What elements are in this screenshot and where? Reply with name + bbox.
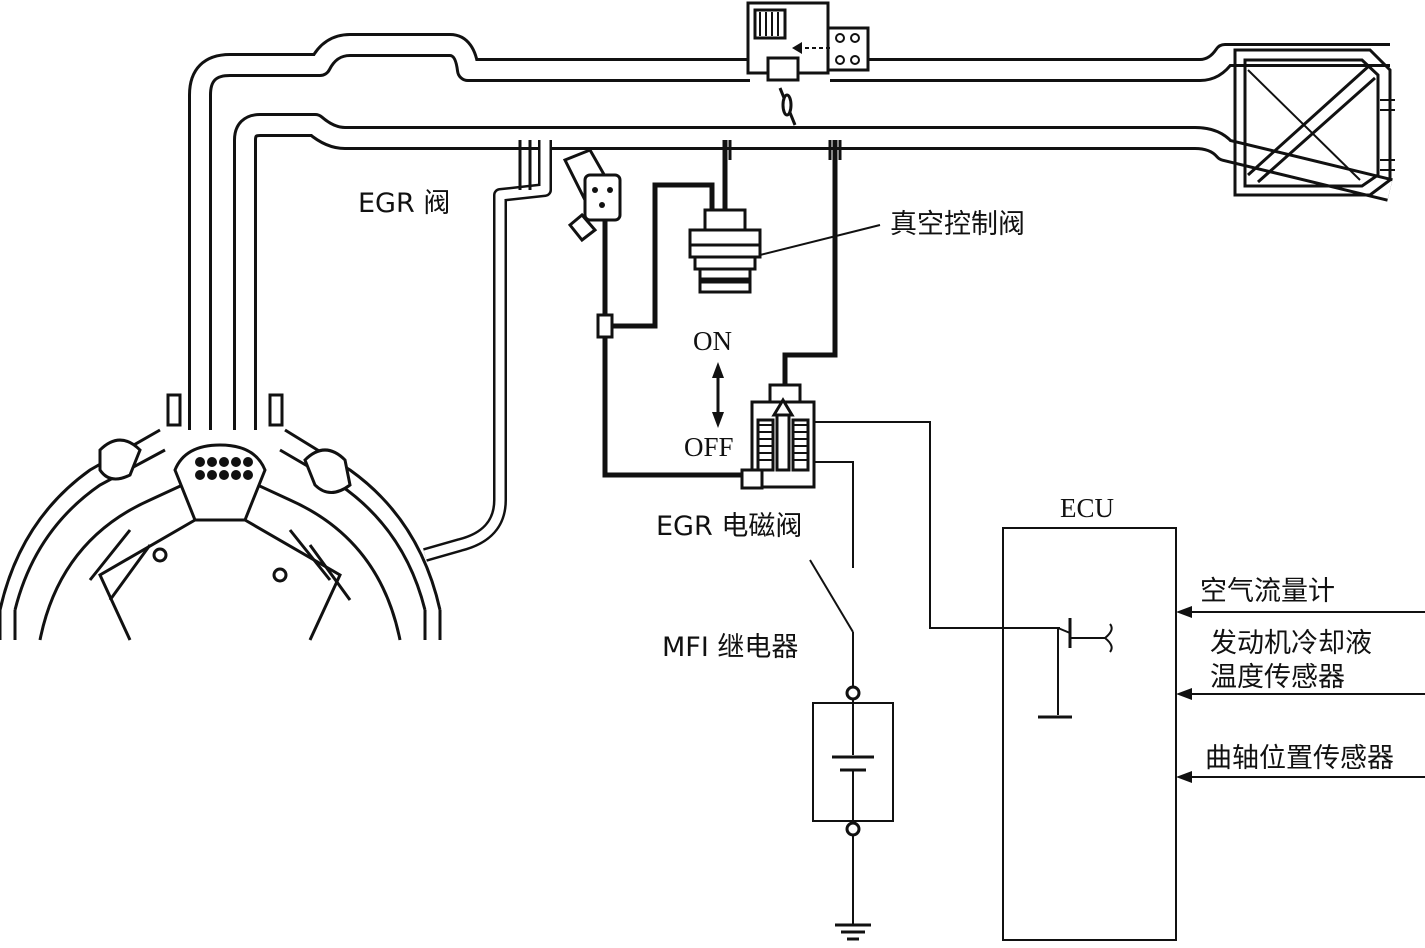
air-flow-meter-label: 空气流量计 [1200, 576, 1335, 607]
air-cleaner [1233, 48, 1395, 197]
lower-intake-pipe [233, 113, 1393, 430]
relay-battery [812, 685, 894, 837]
upper-intake-pipe [188, 33, 1390, 430]
vacuum-hoses [596, 140, 842, 478]
egr-solenoid-valve [740, 383, 816, 490]
wiring [809, 421, 1060, 941]
throttle-body [746, 1, 870, 126]
ecu-box [1002, 527, 1177, 941]
vacuum-control-valve-label: 真空控制阀 [890, 209, 1025, 240]
egr-valve-label: EGR 阀 [358, 188, 450, 219]
off-label: OFF [684, 432, 734, 462]
crankshaft-position-sensor-label: 曲轴位置传感器 [1205, 743, 1394, 774]
labels: EGR 阀 真空控制阀 ON OFF EGR 电磁阀 MFI 继电器 ECU 空… [358, 188, 1394, 774]
engine-cross-section [0, 393, 442, 641]
sensor-inputs [1176, 606, 1425, 783]
mfi-relay-label: MFI 继电器 [662, 632, 798, 663]
egr-solenoid-valve-label: EGR 电磁阀 [656, 511, 802, 542]
egr-valve [423, 140, 622, 562]
coolant-temp-sensor-label-1: 发动机冷却液 [1210, 628, 1372, 659]
vacuum-control-valve [688, 208, 881, 294]
ecu-label: ECU [1060, 493, 1114, 523]
on-off-arrow [712, 362, 724, 428]
coolant-temp-sensor-label-2: 温度传感器 [1210, 662, 1345, 693]
on-label: ON [693, 326, 732, 356]
